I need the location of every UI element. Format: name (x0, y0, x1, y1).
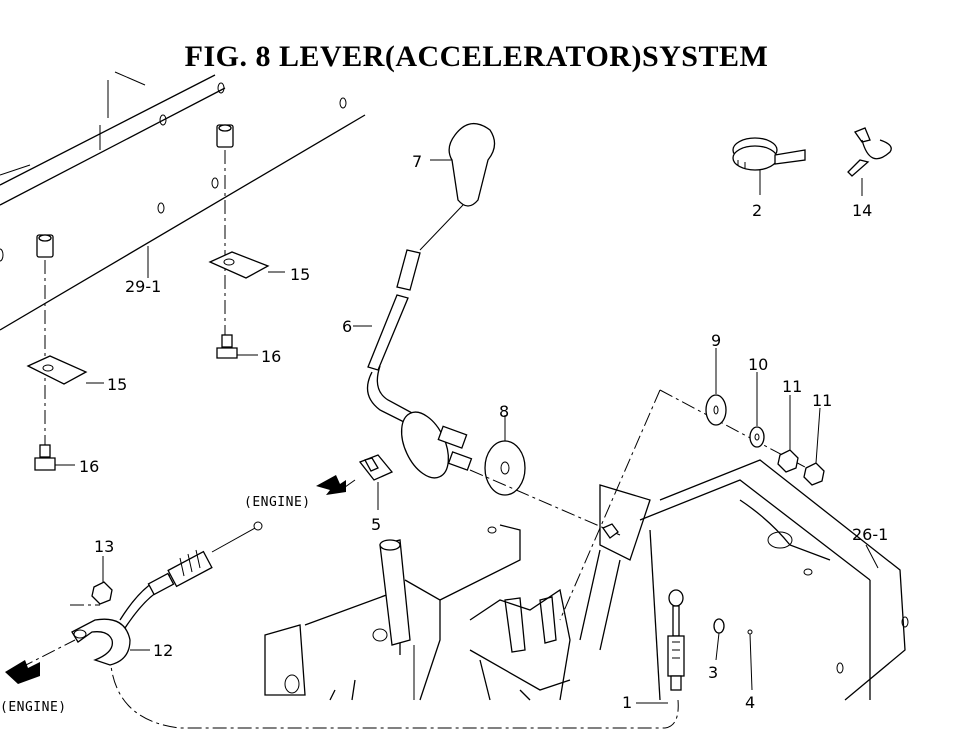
washer-8 (484, 415, 526, 496)
plate-15-lower (26, 355, 104, 385)
engine-arrow-upper (316, 475, 356, 495)
bracket-26-1 (579, 459, 909, 701)
callout-3: 3 (708, 663, 718, 682)
callout-10: 10 (748, 355, 768, 374)
callout-4: 4 (745, 693, 755, 712)
callout-8: 8 (499, 402, 509, 421)
callout-11-a: 11 (782, 377, 802, 396)
lever-knob-7 (430, 123, 496, 207)
callout-7: 7 (412, 152, 422, 171)
nut-11-b (803, 407, 825, 486)
washer-9 (705, 348, 727, 426)
callout-6: 6 (342, 317, 352, 336)
cable-tie-2 (732, 137, 806, 195)
callout-11-b: 11 (812, 391, 832, 410)
callout-14: 14 (852, 201, 872, 220)
callout-1: 1 (622, 693, 632, 712)
bolt-16-upper (216, 334, 258, 359)
cable-clip-14 (847, 127, 892, 196)
callout-29-1: 29-1 (125, 277, 161, 296)
callout-13: 13 (94, 537, 114, 556)
clip-5 (358, 454, 394, 510)
nut-upper (216, 124, 234, 340)
nut-11-a (777, 395, 799, 473)
lower-frame (264, 524, 571, 701)
bolt-13 (70, 556, 113, 606)
engine-arrow-lower (5, 660, 40, 684)
callout-15-lower: 15 (107, 375, 127, 394)
callout-5: 5 (371, 515, 381, 534)
plate-15-upper (208, 251, 285, 279)
pin-4 (747, 629, 753, 691)
washer-3 (713, 618, 725, 661)
bolt-16-lower (34, 444, 75, 471)
washer-10 (749, 372, 765, 448)
engine-label-upper: (ENGINE) (244, 495, 311, 510)
callout-16-lower: 16 (79, 457, 99, 476)
cable-fitting (147, 521, 263, 596)
figure-title: FIG. 8 LEVER(ACCELERATOR)SYSTEM (184, 40, 769, 73)
callout-9: 9 (711, 331, 721, 350)
callout-16-upper: 16 (261, 347, 281, 366)
callout-26-1: 26-1 (852, 525, 888, 544)
engine-label-lower: (ENGINE) (0, 700, 67, 715)
cable-end-1 (636, 589, 685, 704)
lever-pivot-assembly (400, 411, 473, 479)
frame-rail-29-1 (0, 71, 366, 331)
callout-15-upper: 15 (290, 265, 310, 284)
lever-rod-6 (353, 204, 464, 431)
callout-2: 2 (752, 201, 762, 220)
callout-12: 12 (153, 641, 173, 660)
nut-lower (36, 234, 54, 445)
clamp-12 (71, 618, 150, 666)
